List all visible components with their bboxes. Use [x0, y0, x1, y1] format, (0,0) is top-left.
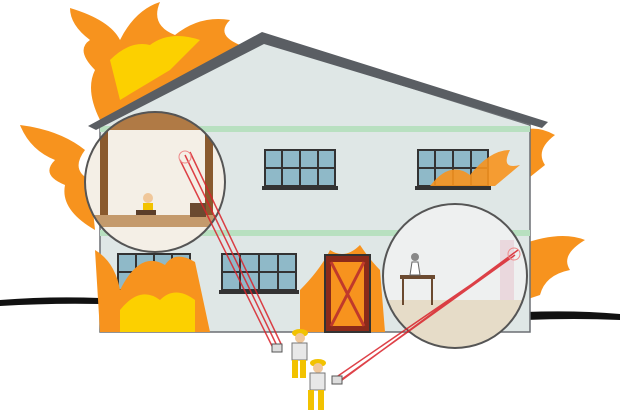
sensor-device-2 [331, 375, 343, 385]
cutaway-upper-room [84, 111, 226, 253]
roof-flames [20, 2, 585, 300]
upper-stripe [100, 126, 530, 132]
window-upper-right [415, 149, 520, 190]
trapped-person [136, 193, 156, 215]
floor-stripe [100, 230, 530, 236]
ground-shadow-right [525, 311, 620, 320]
window-upper-middle [262, 149, 338, 190]
ground-shadow-left [0, 297, 100, 306]
roof [88, 32, 548, 130]
sensor-beams [178, 150, 521, 383]
window-lower-middle [219, 253, 299, 294]
firefighter-1 [271, 329, 308, 378]
front-door [324, 254, 371, 333]
firefighter-2 [308, 359, 343, 410]
sensor-device-1 [271, 343, 283, 353]
